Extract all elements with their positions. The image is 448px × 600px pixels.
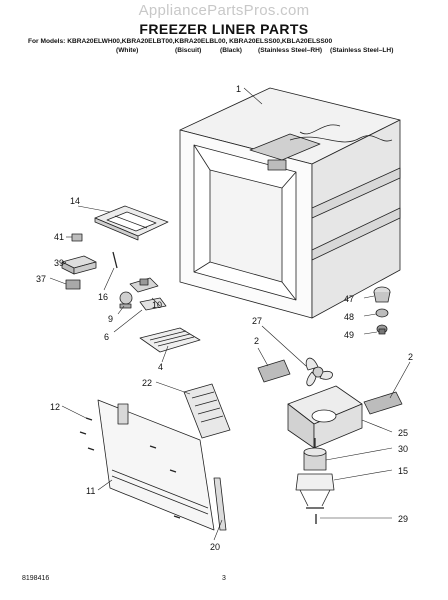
callout-25: 25 (398, 428, 408, 438)
callout-16: 16 (98, 292, 108, 302)
part-30-fan-motor (303, 438, 327, 471)
part-27-fan-blade (305, 357, 333, 387)
callout-47: 47 (344, 294, 354, 304)
part-4-light-shield (139, 327, 201, 353)
part-48-washer (375, 308, 389, 318)
callout-39: 39 (54, 258, 64, 268)
page-number: 3 (222, 575, 226, 582)
part-49-shaft (376, 324, 388, 335)
part-41-clip (71, 233, 83, 242)
callout-29: 29 (398, 514, 408, 524)
part-25-fan-shroud (287, 385, 363, 449)
callout-14: 14 (70, 196, 80, 206)
model-variants: (White) (Biscuit) (Black) (Stainless Ste… (0, 47, 448, 57)
part-22-grille (183, 383, 231, 439)
part-39-housing (61, 255, 97, 275)
callout-15: 15 (398, 466, 408, 476)
part-10-lamp-housing (129, 277, 159, 293)
callout-37: 37 (36, 274, 46, 284)
callout-48: 48 (344, 312, 354, 322)
callout-1: 1 (236, 84, 241, 94)
callout-12: 12 (50, 402, 60, 412)
callout-20: 20 (210, 542, 220, 552)
callout-6: 6 (104, 332, 109, 342)
variant-label: (Biscuit) (175, 47, 202, 54)
callout-30: 30 (398, 444, 408, 454)
part-12-screws (79, 417, 181, 519)
variant-label: (Stainless Steel–RH) (258, 47, 323, 54)
variant-label: (Black) (220, 47, 242, 54)
callout-9: 9 (108, 314, 113, 324)
part-2-insulation-pad (363, 391, 403, 415)
part-15-motor-bracket (295, 473, 335, 509)
variant-label: (Stainless Steel–LH) (330, 47, 394, 54)
callout-41: 41 (54, 232, 64, 242)
watermark: AppliancePartsPros.com (138, 2, 310, 19)
part-37-cap (65, 279, 81, 290)
callout-10: 10 (152, 300, 162, 310)
variant-label: (White) (116, 47, 139, 54)
part-2-insulation-pad (257, 359, 291, 383)
callout-4: 4 (158, 362, 163, 372)
page-title: FREEZER LINER PARTS (139, 21, 309, 37)
part-20-strip (213, 477, 227, 531)
callout-2: 2 (254, 336, 259, 346)
freezer-liner-drawing (179, 87, 401, 319)
part-14-bracket (94, 205, 169, 241)
part-11-rear-panel (97, 399, 215, 531)
document-part-number: 8198416 (22, 575, 50, 582)
part-9-bulb (119, 291, 133, 309)
callout-49: 49 (344, 330, 354, 340)
callout-27: 27 (252, 316, 262, 326)
part-16-screw (112, 251, 118, 269)
leader-lines (49, 87, 411, 541)
callout-2: 2 (408, 352, 413, 362)
models-line: For Models: KBRA20ELWH00,KBRA20ELBT00,KB… (28, 38, 333, 45)
part-47-knob (373, 286, 391, 303)
callout-11: 11 (86, 486, 95, 496)
callout-22: 22 (142, 378, 152, 388)
